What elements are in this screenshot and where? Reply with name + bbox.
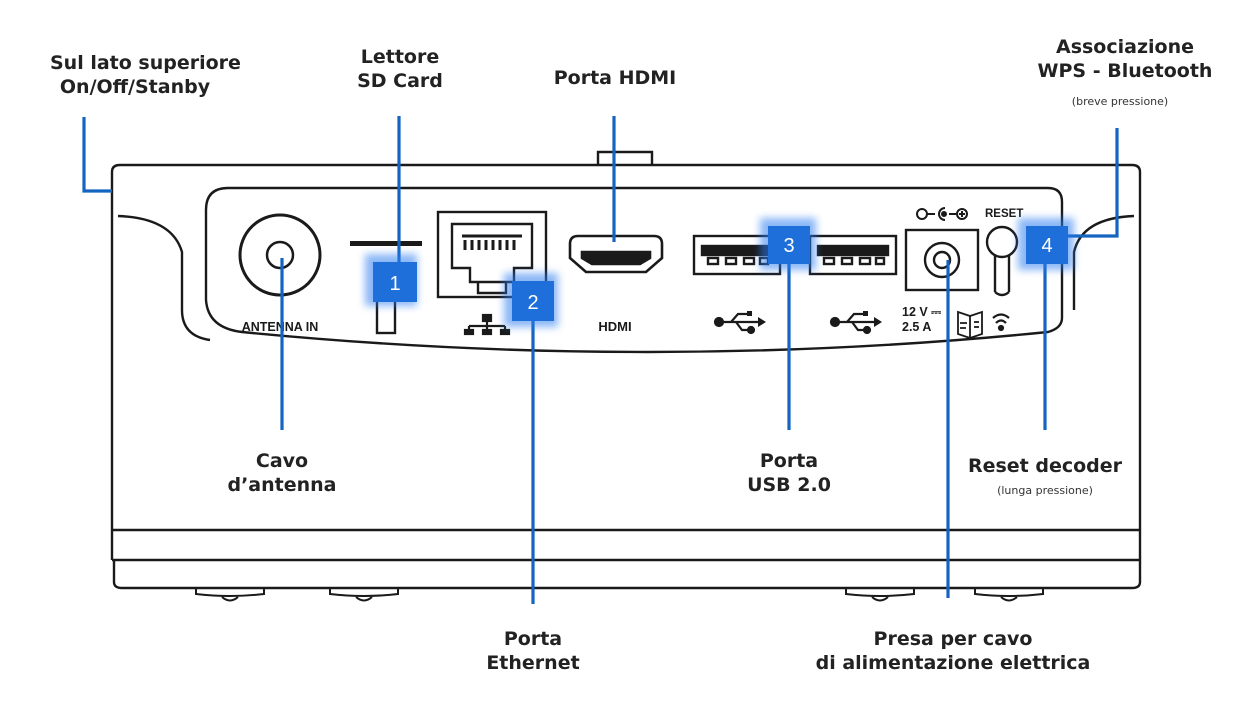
callout-usb-line1: Porta: [759, 450, 819, 472]
network-icon: [463, 313, 511, 336]
callout-sd-label: Lettore SD Card: [340, 46, 460, 94]
callout-reset-line1: Reset decoder: [967, 455, 1123, 477]
badge-4: 4: [1018, 218, 1074, 270]
callout-ethernet-label: Porta Ethernet: [473, 628, 593, 676]
callout-ethernet-line1: Porta: [503, 628, 563, 650]
callout-wps-note: (breve pressione): [1071, 95, 1169, 108]
callout-reset-note: (lunga pressione): [997, 484, 1093, 497]
callout-reset-label: Reset decoder: [950, 455, 1140, 479]
hdmi-label: HDMI: [598, 319, 631, 334]
decoder-body: [110, 163, 1142, 590]
manual-icon: [957, 310, 983, 339]
callout-antenna-line1: Cavo: [255, 450, 309, 472]
callout-power-socket-label: Presa per cavo di alimentazione elettric…: [808, 628, 1098, 676]
callout-power-socket-line2: di alimentazione elettrica: [815, 651, 1091, 674]
leader-lines: [82, 116, 1119, 604]
callout-hdmi-line1: Porta HDMI: [553, 67, 677, 89]
power-current-label: 2.5 A: [902, 320, 931, 334]
callout-power-socket-line1: Presa per cavo: [873, 628, 1033, 650]
callout-antenna-line2: d’antenna: [227, 473, 337, 496]
svg-text:3: 3: [783, 235, 794, 257]
svg-text:2: 2: [527, 292, 538, 314]
badge-3: 3: [760, 218, 816, 270]
decoder-feet: [195, 588, 1044, 602]
callout-usb-line2: USB 2.0: [747, 473, 831, 496]
antenna-connector: [238, 213, 322, 297]
power-voltage-label: 12 V ⎓: [902, 305, 942, 319]
sd-card-slot: [350, 241, 422, 246]
wifi-icon: [992, 313, 1010, 332]
reset-button: [985, 225, 1019, 297]
callout-antenna-label: Cavo d’antenna: [222, 450, 342, 498]
top-power-button: [596, 150, 654, 165]
callout-power-line2: On/Off/Stanby: [59, 75, 211, 98]
badge-2: 2: [504, 273, 558, 327]
callout-hdmi-label: Porta HDMI: [545, 67, 685, 91]
svg-text:4: 4: [1041, 235, 1052, 257]
callout-wps-line2: WPS - Bluetooth: [1037, 59, 1213, 82]
callout-power-line1: Sul lato superiore: [50, 52, 241, 74]
badge-1: 1: [365, 254, 417, 306]
ethernet-port: [436, 210, 548, 299]
callout-wps-line1: Associazione: [1055, 36, 1194, 58]
usb-icon: [713, 311, 766, 335]
callout-wps-label: Associazione WPS - Bluetooth: [1030, 36, 1220, 84]
power-socket: [904, 228, 980, 292]
callout-usb-label: Porta USB 2.0: [729, 450, 849, 498]
callout-sd-line2: SD Card: [357, 69, 443, 92]
usb-icon: [829, 311, 882, 335]
svg-text:1: 1: [389, 273, 400, 295]
reset-label: RESET: [985, 208, 1023, 220]
callout-sd-line1: Lettore: [360, 46, 440, 68]
polarity-icon: [916, 207, 968, 221]
antenna-in-label: ANTENNA IN: [242, 320, 319, 334]
callout-power-label: Sul lato superiore On/Off/Stanby: [50, 52, 241, 100]
hdmi-port: [568, 234, 664, 274]
connector-panel: [204, 186, 1064, 354]
usb-port-2: [808, 234, 898, 276]
callout-ethernet-line2: Ethernet: [486, 651, 580, 674]
